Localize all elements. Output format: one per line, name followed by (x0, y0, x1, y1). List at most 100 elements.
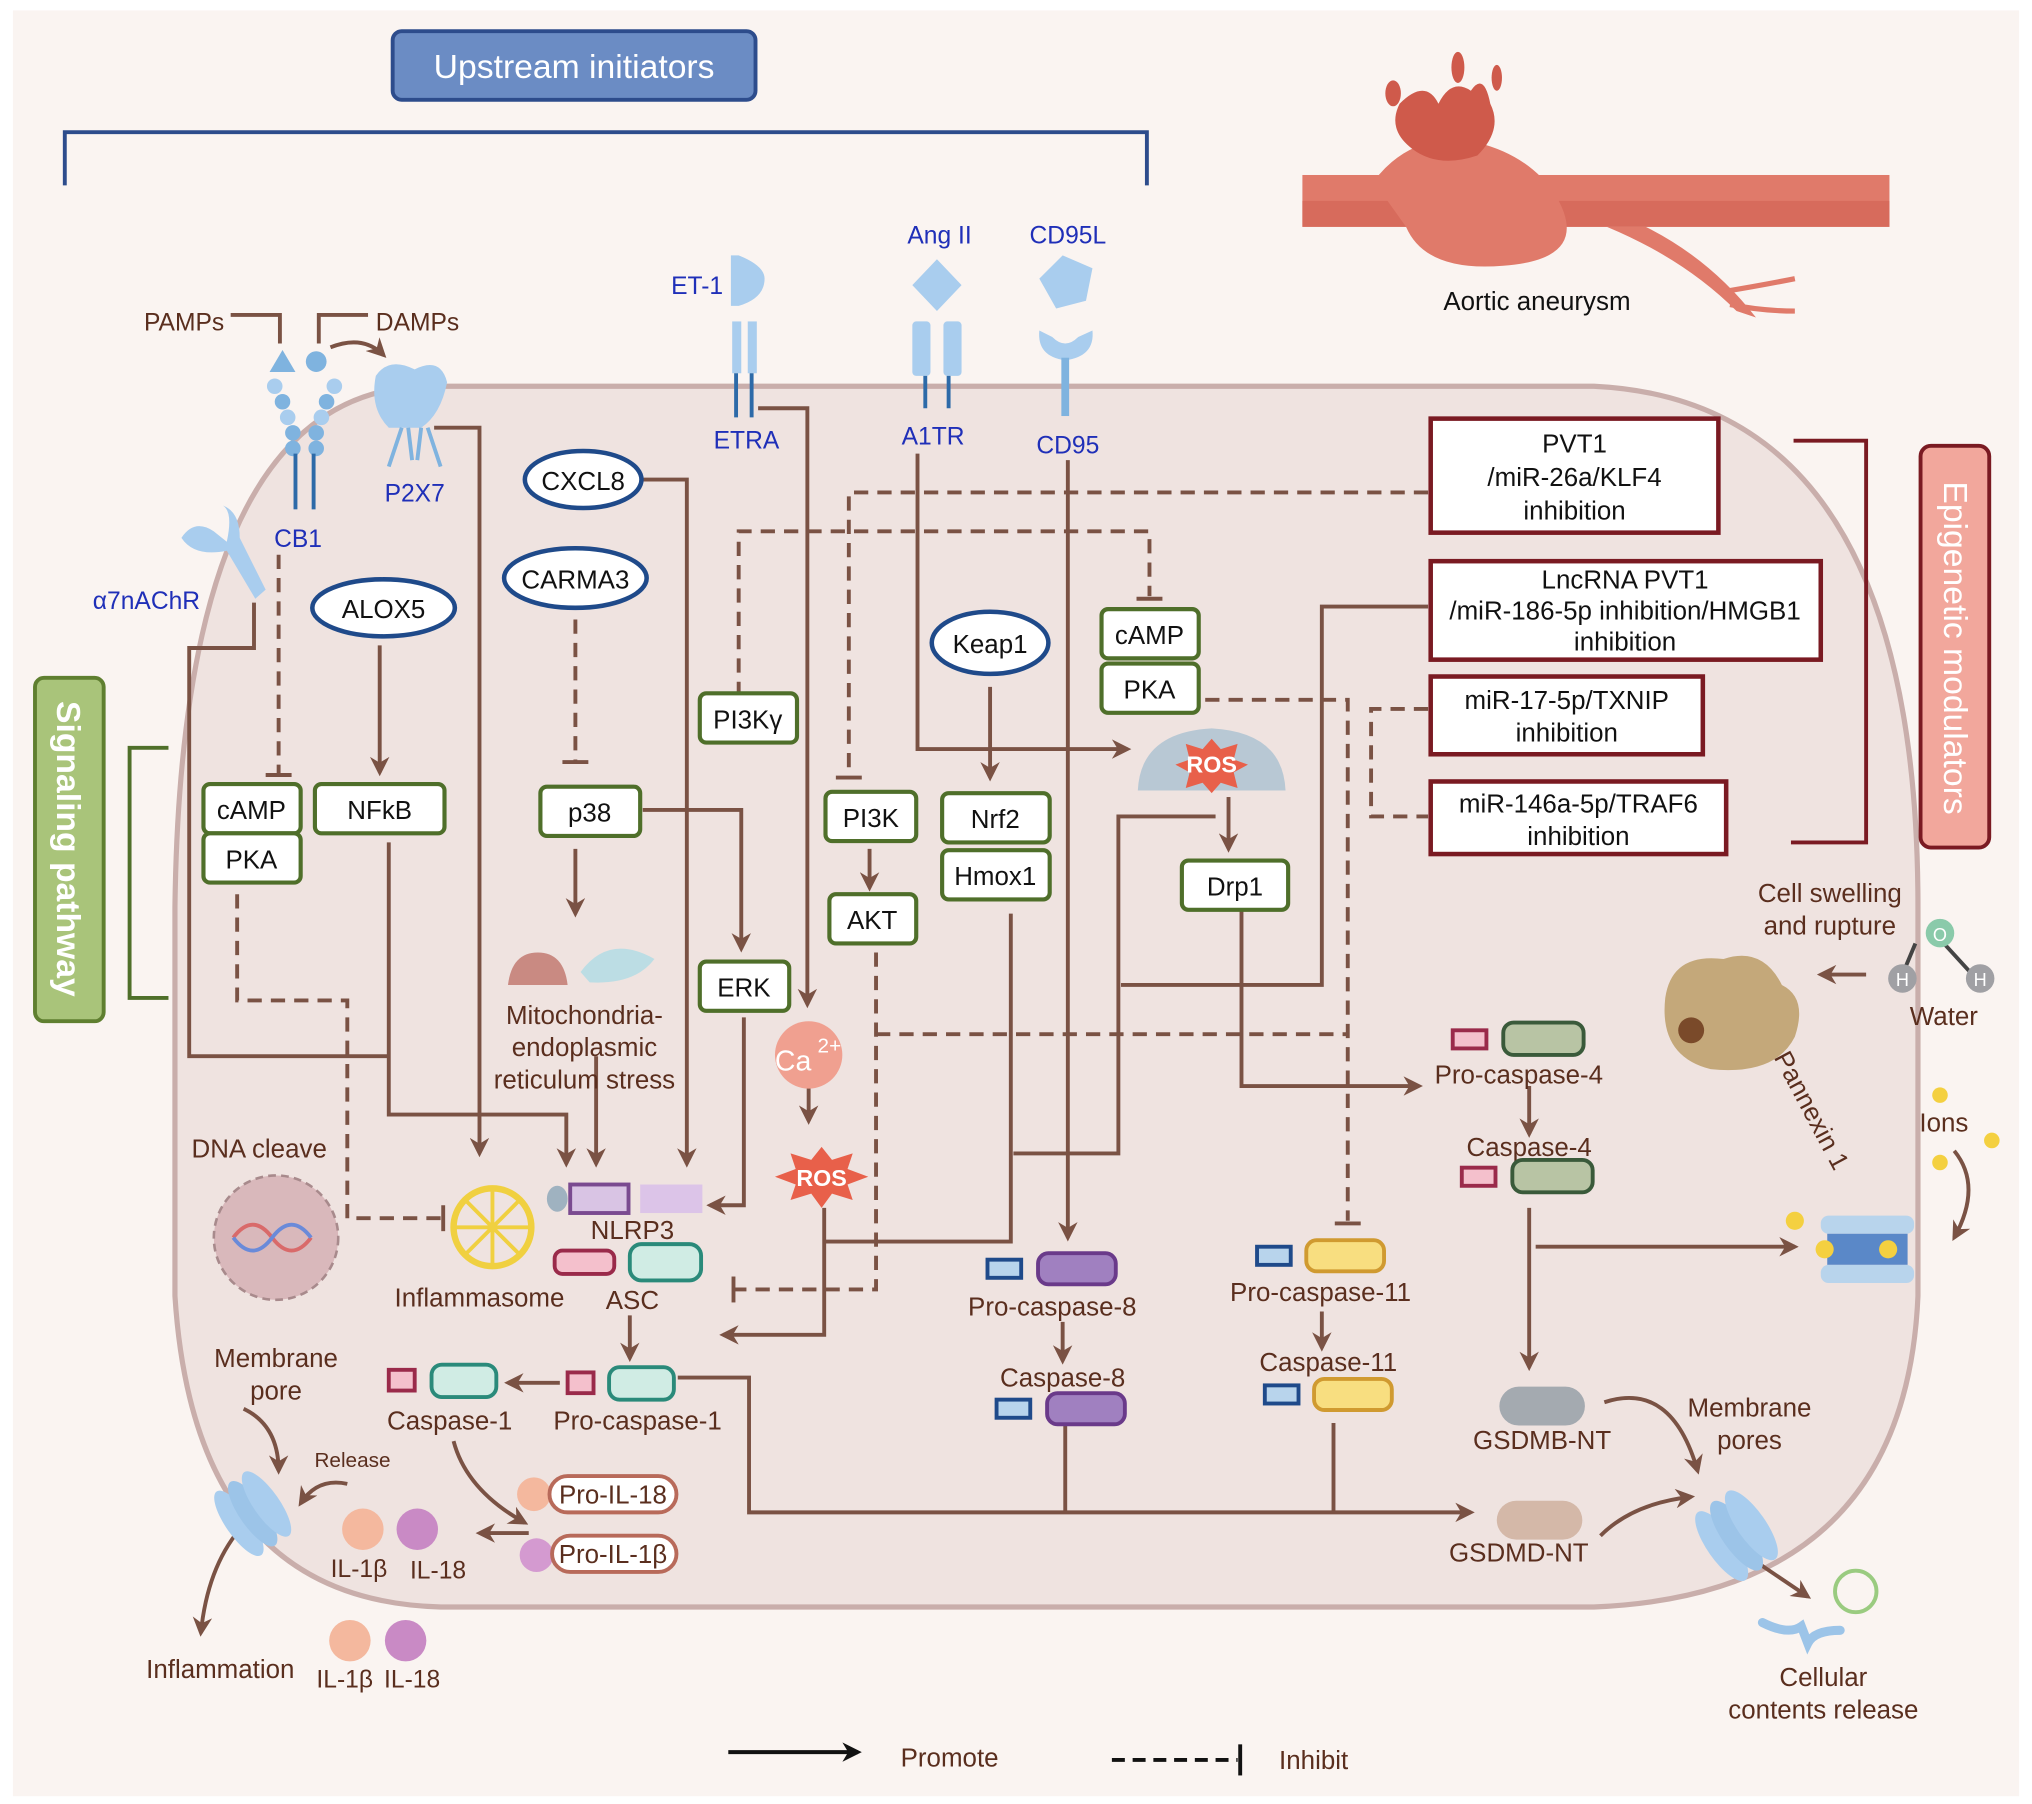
svg-text:Water: Water (1910, 1003, 1979, 1031)
svg-text:miR-17-5p/TXNIP: miR-17-5p/TXNIP (1465, 687, 1669, 715)
drp1-node[interactable]: Drp1 (1179, 858, 1291, 912)
caspase8-icon (994, 1397, 1033, 1420)
p2x7-receptor: P2X7 (374, 364, 448, 508)
svg-text:Signaling pathway: Signaling pathway (49, 701, 86, 997)
svg-text:Mitochondria-: Mitochondria- (506, 1002, 663, 1030)
epigenetic-box-mir146a[interactable]: miR-146a-5p/TRAF6 inhibition (1428, 779, 1729, 857)
cxcl8-node[interactable]: CXCL8 (522, 448, 644, 511)
hmox1-node[interactable]: Hmox1 (940, 848, 1052, 902)
svg-text:pore: pore (250, 1378, 302, 1406)
signaling-bracket (127, 745, 169, 1000)
a7nachr-label: α7nAChR (93, 588, 200, 615)
svg-text:PKA: PKA (1124, 677, 1177, 705)
svg-text:contents release: contents release (1728, 1696, 1918, 1724)
caspase8-group: Pro-caspase-8 Caspase-8 (968, 1251, 1137, 1427)
pka-left-node[interactable]: PKA (201, 831, 303, 885)
svg-text:Pro-caspase-8: Pro-caspase-8 (968, 1293, 1136, 1321)
et1-etra: ET-1 ETRA (671, 255, 780, 454)
akt-node[interactable]: AKT (827, 892, 919, 946)
dna-cleave: DNA cleave (192, 1135, 340, 1302)
camp-left-node[interactable]: cAMP (201, 781, 303, 836)
et1-ligand-icon (730, 255, 765, 306)
inhibit-connections (235, 490, 1429, 1303)
ang2-label: Ang II (907, 223, 971, 250)
water-hydrogen-icon (1888, 964, 1917, 993)
damps-label: DAMPs (376, 309, 459, 336)
ion-icon (1932, 1087, 1948, 1103)
nfkb-node[interactable]: NFkB (312, 781, 447, 836)
svg-text:IL-18: IL-18 (410, 1557, 466, 1584)
svg-text:Caspase-11: Caspase-11 (1259, 1349, 1397, 1377)
legend: Promote Inhibit (728, 1742, 1349, 1776)
membrane-pore-left: Membrane pore Release (214, 1345, 391, 1557)
il18-icon (396, 1508, 439, 1550)
caspase11-group: Pro-caspase-11 Caspase-11 (1230, 1238, 1411, 1412)
svg-text:Keap1: Keap1 (953, 631, 1028, 659)
epigenetic-modulators-label: Epigenetic modulators (1790, 438, 1992, 850)
pamps-damps-group: PAMPs DAMPs CB1 (144, 309, 459, 552)
nucleus-icon (212, 1174, 340, 1302)
nrf2-node[interactable]: Nrf2 (940, 791, 1052, 845)
p2x7-label: P2X7 (385, 481, 445, 508)
svg-text:Pro-caspase-11: Pro-caspase-11 (1230, 1279, 1411, 1307)
svg-text:PKA: PKA (225, 846, 278, 874)
keap1-node[interactable]: Keap1 (929, 609, 1051, 677)
caspase4-icon (1459, 1165, 1498, 1188)
svg-text:IL-18: IL-18 (384, 1666, 440, 1693)
svg-text:and rupture: and rupture (1764, 912, 1897, 940)
cb1-receptor-icon (266, 378, 343, 510)
cd95-label: CD95 (1036, 433, 1099, 460)
legend-promote: Promote (901, 1744, 999, 1772)
svg-text:LncRNA PVT1: LncRNA PVT1 (1542, 566, 1709, 594)
nlrp3-complex: NLRP3 ASC (546, 1182, 704, 1315)
a7nachr-icon (181, 505, 266, 599)
svg-text:IL-1β: IL-1β (316, 1666, 373, 1693)
svg-text:2+: 2+ (818, 1034, 842, 1057)
svg-text:inhibition: inhibition (1574, 629, 1676, 657)
svg-text:H: H (1974, 970, 1987, 990)
svg-text:miR-146a-5p/TRAF6: miR-146a-5p/TRAF6 (1459, 791, 1698, 819)
gasdermin-group: GSDMB-NT GSDMD-NT Membrane pores Cellula… (1449, 1386, 1918, 1724)
gasdermin-pore-icon (214, 1471, 292, 1557)
svg-text:Membrane: Membrane (214, 1345, 338, 1373)
pi3kg-node[interactable]: PI3Kγ (697, 691, 800, 745)
svg-text:Pro-IL-18: Pro-IL-18 (559, 1481, 667, 1509)
il18-released-icon (384, 1619, 427, 1662)
epigenetic-box-mir17[interactable]: miR-17-5p/TXNIP inhibition (1428, 674, 1706, 757)
epigenetic-box-pvt1-mir26a[interactable]: PVT1 /miR-26a/KLF4 inhibition (1428, 416, 1721, 535)
svg-text:Pro-IL-1β: Pro-IL-1β (559, 1541, 667, 1569)
et1-label: ET-1 (671, 273, 723, 300)
inflammation-label: Inflammation (146, 1656, 294, 1684)
gsdmd-icon (1496, 1500, 1583, 1540)
ros-cytoplasm: ROS (774, 1146, 869, 1208)
calcium-ion: Ca 2+ (775, 1021, 843, 1089)
svg-text:inhibition: inhibition (1516, 719, 1618, 747)
carma3-node[interactable]: CARMA3 (501, 545, 649, 611)
svg-text:Caspase-4: Caspase-4 (1467, 1134, 1592, 1162)
procaspase1-icon (565, 1370, 596, 1396)
caspase11-icon (1262, 1383, 1301, 1406)
svg-text:Release: Release (314, 1449, 390, 1472)
p38-node[interactable]: p38 (538, 784, 643, 838)
procaspase4-icon (1450, 1028, 1489, 1051)
camp-right-node[interactable]: cAMP (1099, 607, 1201, 661)
pi3k-node[interactable]: PI3K (823, 789, 919, 844)
svg-text:p38: p38 (568, 800, 611, 828)
alox5-node[interactable]: ALOX5 (310, 577, 458, 639)
svg-text:IL-1β: IL-1β (331, 1556, 388, 1583)
svg-text:Inflammasome: Inflammasome (395, 1284, 565, 1312)
svg-text:Ions: Ions (1919, 1109, 1968, 1137)
erk-node[interactable]: ERK (697, 959, 792, 1013)
cd95-receptor-icon (1039, 330, 1093, 361)
ros-burst-icon (1175, 738, 1248, 794)
svg-text:Caspase-1: Caspase-1 (387, 1407, 512, 1435)
swollen-cell-icon (1664, 955, 1800, 1071)
epigenetic-box-lncrna-pvt1[interactable]: LncRNA PVT1 /miR-186-5p inhibition/HMGB1… (1428, 558, 1824, 662)
il1b-released-icon (329, 1619, 371, 1662)
ros-label: ROS (1186, 751, 1237, 777)
interleukins: IL-1β IL-18 IL-1β IL-18 Inflammation (146, 1508, 466, 1693)
pamps-label: PAMPs (144, 309, 224, 336)
pka-right-node[interactable]: PKA (1099, 661, 1201, 715)
svg-text:CXCL8: CXCL8 (541, 468, 625, 496)
